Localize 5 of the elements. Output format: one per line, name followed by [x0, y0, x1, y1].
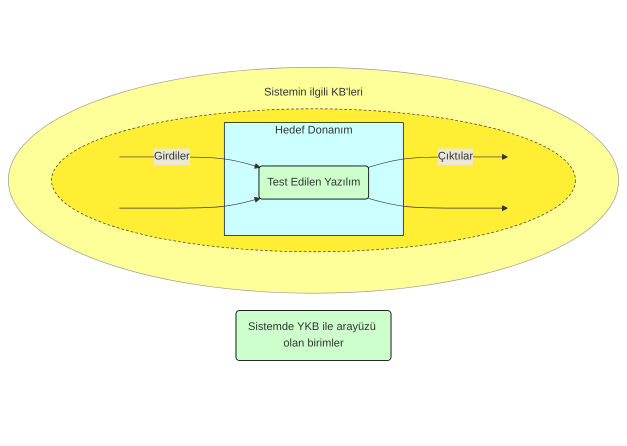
cluster: [51, 108, 576, 253]
edge-label: Girdiler: [154, 151, 190, 163]
arrow: [119, 197, 260, 209]
arrow: [368, 198, 508, 212]
edge-label: Çıktılar: [438, 151, 473, 163]
